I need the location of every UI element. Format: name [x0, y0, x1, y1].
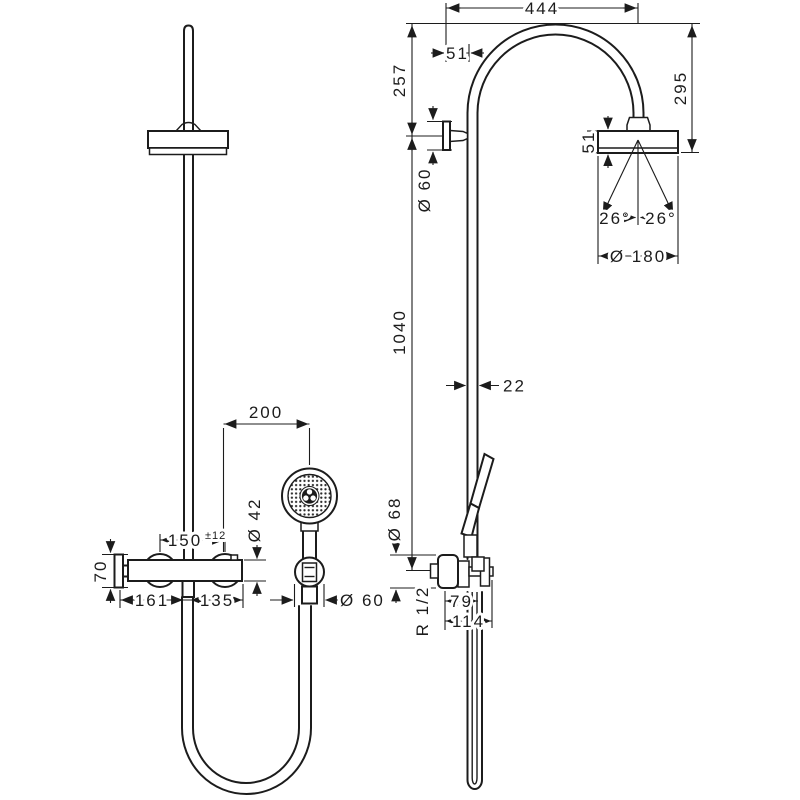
dim-79-label: 79 [450, 592, 473, 611]
dim-r12-label: R 1/2 [413, 586, 432, 637]
riser-pipe-front [183, 24, 194, 561]
dim-51-offset-label: 51 [446, 44, 469, 63]
side-view: 26° 26° 444 [382, 0, 700, 790]
dim-135-label: 135 [200, 591, 234, 610]
dim-444: 444 [445, 0, 639, 62]
dim-150: 150 ±12 [159, 527, 228, 553]
dim-150-tolerance: ±12 [205, 530, 226, 542]
dim-51-head: 51 [576, 116, 613, 168]
dim-51-head-label: 51 [579, 131, 598, 154]
dim-60-bracket-label: Ø 60 [415, 168, 434, 213]
dim-295-label: 295 [671, 71, 690, 105]
overhead-shower-front [147, 121, 229, 156]
shower-hose-front [181, 596, 312, 795]
dim-200: 200 [222, 400, 311, 552]
dim-79-114: 79 114 R 1/2 [410, 580, 493, 639]
dim-1040: 1040 [387, 136, 430, 572]
valve-knob-side [429, 563, 439, 579]
spray-cone: 26° 26° [596, 139, 678, 231]
dim-70-label: 70 [91, 560, 110, 583]
valve-button [230, 554, 239, 561]
dim-295: 295 [668, 23, 699, 154]
dim-257-label: 257 [390, 63, 409, 97]
dim-diameter-60-bracket: Ø 60 [412, 106, 452, 215]
dim-diameter-180: Ø 180 [597, 156, 679, 269]
dim-60-holder-label: Ø 60 [340, 591, 385, 610]
dim-114-label: 114 [452, 612, 485, 631]
dim-22: 22 [446, 374, 527, 399]
hand-shower-front [281, 467, 338, 605]
dim-161-135: 161 135 [119, 584, 244, 613]
hose-outlet-nut [181, 580, 195, 598]
dim-22-label: 22 [503, 377, 526, 396]
dim-diameter-60-holder: Ø 60 [270, 584, 386, 613]
dim-161-label: 161 [135, 591, 169, 610]
shower-hose-side [466, 591, 483, 790]
spray-angle-right-label: 26° [645, 209, 677, 228]
dim-200-label: 200 [249, 403, 283, 422]
dim-180-label: Ø 180 [610, 247, 666, 266]
spray-angle-left-label: 26° [599, 209, 631, 228]
front-view: 200 Ø 42 150 ±12 70 [88, 24, 386, 795]
dim-150-label: 150 [168, 531, 202, 550]
dim-444-label: 444 [525, 0, 559, 18]
valve-side [429, 452, 495, 589]
dim-70: 70 [88, 539, 128, 603]
dim-68-label: Ø 68 [385, 497, 404, 542]
dim-diameter-68: Ø 68 [382, 494, 436, 603]
thermostat-valve-front [113, 553, 243, 598]
valve-body [127, 559, 243, 582]
dim-diameter-42: Ø 42 [242, 495, 267, 596]
dim-51-offset: 51 [431, 41, 484, 66]
dim-42-label: Ø 42 [245, 498, 264, 543]
valve-body-side [437, 554, 459, 589]
dim-257: 257 [387, 23, 444, 137]
hose-nut [301, 585, 318, 605]
dim-1040-label: 1040 [390, 309, 409, 355]
wall-flange [113, 553, 124, 589]
head-connector-nut [626, 116, 651, 132]
